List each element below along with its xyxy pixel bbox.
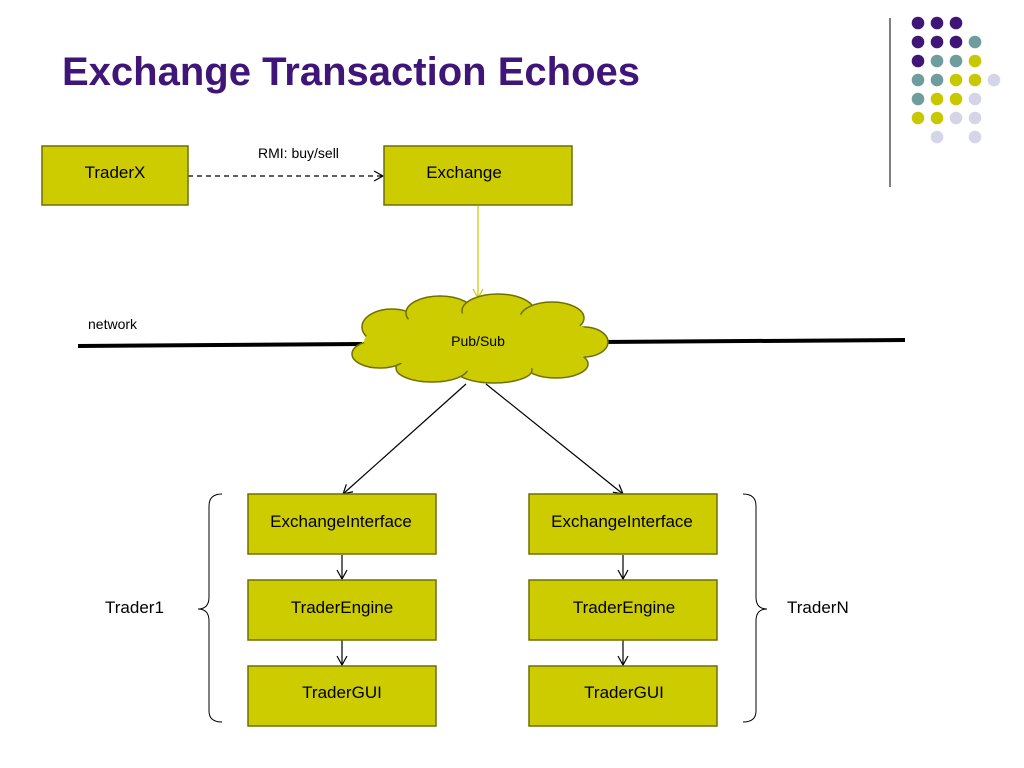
- node-ei1: ExchangeInterface: [247, 493, 437, 555]
- decor-dot: [911, 111, 925, 125]
- node-gui1-label: TraderGUI: [302, 683, 382, 702]
- decor-dot: [949, 73, 963, 87]
- decor-dot: [930, 54, 944, 68]
- decor-dot: [930, 16, 944, 30]
- decor-dot: [968, 130, 982, 144]
- node-ei1-label: ExchangeInterface: [270, 512, 412, 531]
- node-pubsub: Pub/Sub: [351, 293, 609, 384]
- decor-dot: [968, 92, 982, 106]
- decor-dot: [911, 73, 925, 87]
- node-te2-label: TraderEngine: [573, 598, 675, 617]
- trader1-brace: [197, 493, 223, 723]
- node-traderx-label: TraderX: [85, 163, 146, 182]
- decor-dot: [968, 35, 982, 49]
- node-exchange-label: Exchange: [426, 163, 502, 182]
- edge-pubsub-ei2: [485, 383, 624, 495]
- decor-dot: [949, 16, 963, 30]
- decor-dot: [968, 54, 982, 68]
- tradern-brace: [742, 493, 768, 723]
- node-traderx: TraderX: [41, 145, 189, 206]
- decor-dot: [911, 92, 925, 106]
- edge-pubsub-ei1: [342, 383, 467, 495]
- node-te2: TraderEngine: [528, 579, 718, 641]
- edge-label-rmi: RMI: buy/sell: [258, 145, 339, 161]
- decor-dot: [987, 73, 1001, 87]
- node-ei2-label: ExchangeInterface: [551, 512, 693, 531]
- decorative-dot-grid: [911, 16, 1001, 144]
- decor-dot: [911, 16, 925, 30]
- node-gui2: TraderGUI: [528, 665, 718, 727]
- decor-dot: [930, 92, 944, 106]
- node-ei2: ExchangeInterface: [528, 493, 718, 555]
- decor-dot: [930, 35, 944, 49]
- trader1-label: Trader1: [105, 598, 164, 617]
- node-exchange: Exchange: [383, 145, 573, 206]
- page-title: Exchange Transaction Echoes: [62, 50, 640, 94]
- decor-dot: [930, 73, 944, 87]
- decor-dot: [930, 111, 944, 125]
- decor-dot: [949, 111, 963, 125]
- decor-dot: [949, 92, 963, 106]
- node-gui1: TraderGUI: [247, 665, 437, 727]
- node-pubsub-label: Pub/Sub: [451, 333, 505, 349]
- decor-dot: [968, 73, 982, 87]
- network-line-left: [77, 342, 363, 348]
- tradern-label: TraderN: [787, 598, 849, 617]
- decor-dot: [930, 130, 944, 144]
- node-te1-label: TraderEngine: [291, 598, 393, 617]
- decor-dot: [949, 35, 963, 49]
- decor-dot: [911, 54, 925, 68]
- decor-dot: [911, 35, 925, 49]
- decor-dot: [968, 111, 982, 125]
- network-label: network: [88, 316, 138, 332]
- decor-dot: [949, 54, 963, 68]
- node-gui2-label: TraderGUI: [584, 683, 664, 702]
- node-te1: TraderEngine: [247, 579, 437, 641]
- network-line-right: [599, 338, 906, 344]
